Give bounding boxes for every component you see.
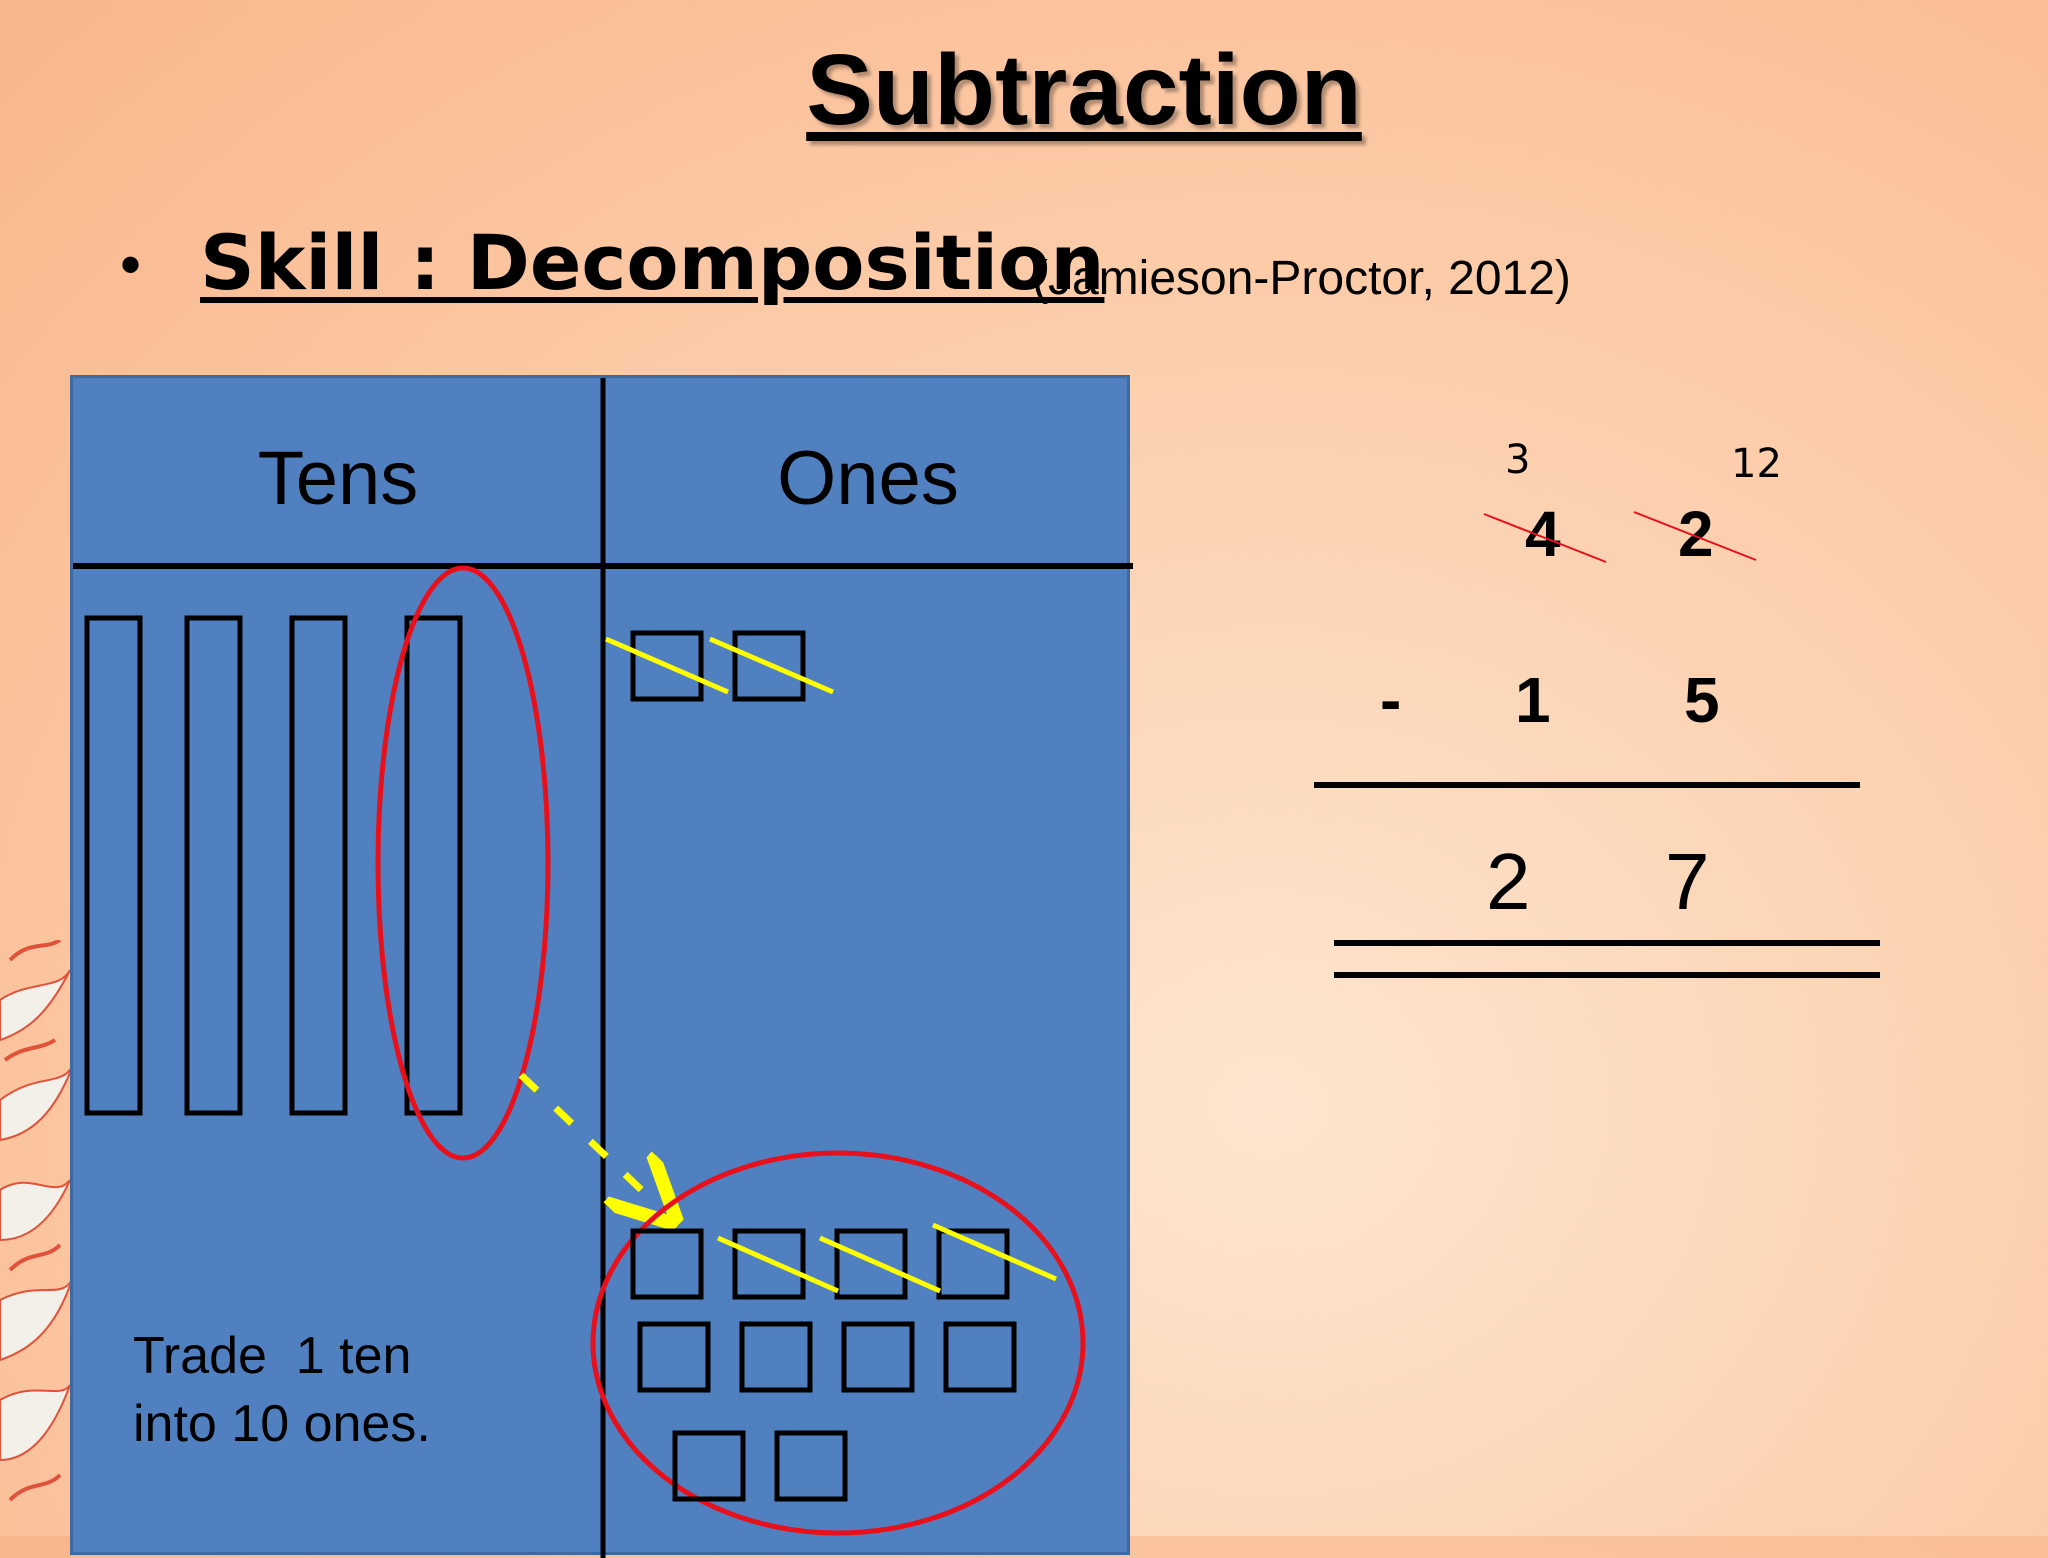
regroup-strikes [1483, 511, 1757, 563]
ones-header: Ones [777, 436, 959, 521]
trade-note: Trade 1 ten into 10 ones. [133, 1323, 431, 1458]
ones-cube [936, 1228, 1010, 1300]
trade-arrow [518, 1072, 653, 1201]
ones-cube [841, 1321, 915, 1393]
skill-heading: Skill : Decomposition [200, 218, 1105, 307]
strike-red [1483, 513, 1607, 563]
strike-yellow [931, 1222, 1058, 1282]
traded-ones-circle [590, 1150, 1086, 1536]
trade-note-line1: Trade 1 ten [133, 1327, 412, 1385]
written-subtraction: 3 12 4 2 - 1 5 2 7 [1300, 430, 1900, 990]
ones-cube [732, 1228, 806, 1300]
ones-cube [732, 630, 806, 702]
bullet-glyph: • [120, 231, 142, 298]
citation: (Jamieson-Proctor, 2012) [1032, 252, 1571, 305]
ones-cube [739, 1321, 813, 1393]
ones-cube [630, 630, 704, 702]
result-ones: 7 [1665, 837, 1710, 926]
tens-rod [404, 615, 463, 1116]
ones-cube [672, 1430, 746, 1502]
ones-cube [774, 1430, 848, 1502]
ones-cube [943, 1321, 1017, 1393]
minus-sign: - [1380, 664, 1402, 736]
tens-rod [84, 615, 143, 1116]
strike-red [1633, 511, 1757, 561]
ones-cube [834, 1228, 908, 1300]
strike-yellow [709, 636, 834, 695]
ones-cube [630, 1228, 704, 1300]
subtrahend-ones: 5 [1684, 664, 1720, 736]
answer-rule-top [1334, 940, 1880, 946]
subtraction-rule [1314, 782, 1860, 788]
tens-rod [184, 615, 243, 1116]
tens-header: Tens [257, 436, 419, 521]
trade-note-line2: into 10 ones. [133, 1394, 431, 1453]
slide-title: Subtraction [806, 34, 1362, 146]
result-tens: 2 [1486, 837, 1531, 926]
place-value-board: Tens Ones Trade 1 ten into 10 ones. [70, 375, 1133, 1558]
traded-ten-circle [375, 565, 551, 1161]
minuend-tens: 4 [1525, 498, 1561, 570]
answer-rule-bottom [1334, 972, 1880, 978]
minuend-ones: 2 [1678, 498, 1714, 570]
regroup-ones: 12 [1731, 441, 1782, 487]
regroup-tens: 3 [1505, 437, 1531, 483]
board-drawing [73, 378, 1133, 1558]
tens-rod [289, 615, 348, 1116]
flower-decoration [0, 940, 76, 1502]
ones-cube [637, 1321, 711, 1393]
strike-yellow [716, 1235, 840, 1294]
strike-yellow [818, 1235, 942, 1294]
subtrahend-tens: 1 [1515, 664, 1551, 736]
strike-yellow [605, 636, 729, 695]
